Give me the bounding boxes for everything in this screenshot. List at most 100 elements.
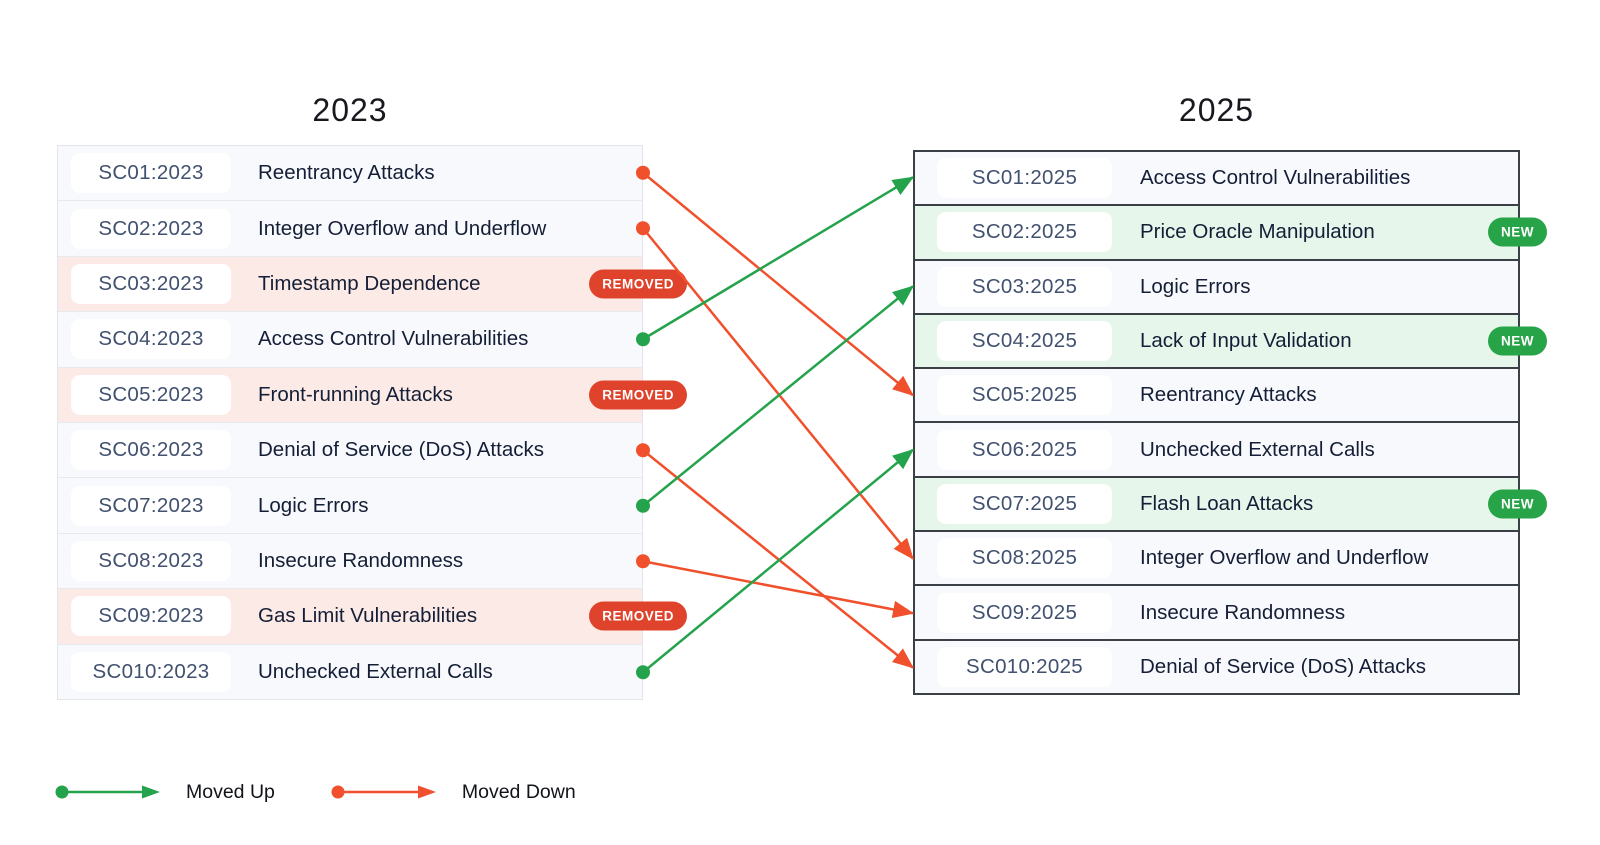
table-row-sc010-2023: SC010:2023 Unchecked External Calls bbox=[58, 644, 642, 700]
row-name: Integer Overflow and Underflow bbox=[258, 216, 547, 240]
table-row-sc03-2025: SC03:2025 Logic Errors bbox=[915, 260, 1518, 315]
moved-up-arrow-icon bbox=[55, 785, 160, 799]
row-code-box: SC02:2025 bbox=[937, 212, 1112, 253]
row-name: Logic Errors bbox=[1140, 274, 1251, 298]
row-name: Timestamp Dependence bbox=[258, 272, 481, 296]
table-row-sc02-2023: SC02:2023 Integer Overflow and Underflow bbox=[58, 201, 642, 257]
row-name: Reentrancy Attacks bbox=[258, 161, 435, 185]
row-code: SC02:2025 bbox=[971, 220, 1078, 244]
row-code-box: SC09:2025 bbox=[937, 592, 1112, 633]
legend-item-moved-up: Moved Up bbox=[55, 781, 275, 804]
removed-badge: REMOVED bbox=[589, 269, 687, 299]
row-code: SC08:2025 bbox=[971, 546, 1078, 570]
row-name: Denial of Service (DoS) Attacks bbox=[1140, 654, 1426, 678]
row-code: SC01:2025 bbox=[971, 166, 1078, 190]
row-name: Integer Overflow and Underflow bbox=[1140, 546, 1429, 570]
row-name: Gas Limit Vulnerabilities bbox=[258, 604, 478, 628]
table-row-sc08-2023: SC08:2023 Insecure Randomness bbox=[58, 533, 642, 590]
table-row-sc03-2023: SC03:2023 Timestamp Dependence REMOVED bbox=[58, 256, 687, 313]
row-code: SC04:2025 bbox=[971, 329, 1078, 353]
row-code-box: SC04:2025 bbox=[937, 321, 1112, 362]
row-name: Denial of Service (DoS) Attacks bbox=[258, 438, 544, 462]
row-code: SC05:2025 bbox=[971, 383, 1078, 407]
row-name: Flash Loan Attacks bbox=[1140, 491, 1314, 515]
row-code: SC010:2023 bbox=[92, 659, 210, 683]
table-row-sc07-2023: SC07:2023 Logic Errors bbox=[58, 478, 642, 534]
table-row-sc08-2025: SC08:2025 Integer Overflow and Underflow bbox=[915, 532, 1518, 587]
legend-item-moved-down: Moved Down bbox=[331, 781, 576, 804]
row-code: SC05:2023 bbox=[98, 382, 204, 406]
legend: Moved Up Moved Down bbox=[55, 777, 576, 807]
table-row-sc04-2025: SC04:2025 Lack of Input Validation NEW bbox=[915, 314, 1547, 370]
row-code-box: SC09:2023 bbox=[71, 596, 231, 637]
row-code-box: SC06:2025 bbox=[937, 429, 1112, 470]
row-name: Insecure Randomness bbox=[258, 549, 464, 573]
table-row-sc06-2023: SC06:2023 Denial of Service (DoS) Attacks bbox=[58, 423, 642, 479]
new-badge: NEW bbox=[1488, 326, 1547, 356]
row-name: Price Oracle Manipulation bbox=[1140, 220, 1375, 244]
new-badge: NEW bbox=[1488, 489, 1547, 519]
row-name: Access Control Vulnerabilities bbox=[258, 327, 529, 351]
legend-label-moved-down: Moved Down bbox=[461, 780, 576, 803]
row-code-box: SC01:2025 bbox=[937, 158, 1112, 199]
move-arrow-down bbox=[642, 560, 915, 619]
move-arrow-up bbox=[642, 448, 914, 674]
row-code: SC09:2025 bbox=[971, 600, 1078, 624]
table-row-sc09-2025: SC09:2025 Insecure Randomness bbox=[915, 586, 1518, 641]
row-name: Logic Errors bbox=[258, 493, 369, 517]
row-code: SC07:2025 bbox=[971, 491, 1078, 515]
row-code-box: SC01:2023 bbox=[71, 153, 231, 194]
legend-label-moved-up: Moved Up bbox=[186, 780, 275, 803]
row-code-box: SC06:2023 bbox=[71, 430, 231, 471]
table-row-sc02-2025: SC02:2025 Price Oracle Manipulation NEW bbox=[915, 206, 1547, 261]
row-code-box: SC08:2025 bbox=[937, 538, 1112, 579]
table-row-sc05-2025: SC05:2025 Reentrancy Attacks bbox=[915, 369, 1518, 424]
removed-badge: REMOVED bbox=[589, 601, 687, 631]
removed-badge: REMOVED bbox=[589, 380, 687, 410]
right-table-title: 2025 bbox=[1178, 92, 1255, 128]
row-code-box: SC010:2023 bbox=[71, 651, 231, 692]
row-code-box: SC03:2023 bbox=[71, 264, 231, 305]
row-name: Reentrancy Attacks bbox=[1140, 383, 1317, 407]
row-code: SC06:2023 bbox=[98, 438, 204, 462]
row-code-box: SC08:2023 bbox=[71, 541, 231, 582]
row-code: SC09:2023 bbox=[98, 604, 204, 628]
row-code-box: SC07:2023 bbox=[71, 485, 231, 526]
table-row-sc09-2023: SC09:2023 Gas Limit Vulnerabilities REMOVE… bbox=[58, 589, 687, 645]
row-code: SC04:2023 bbox=[98, 327, 204, 351]
table-row-sc06-2025: SC06:2025 Unchecked External Calls bbox=[915, 423, 1518, 478]
row-code: SC08:2023 bbox=[98, 549, 204, 573]
table-row-sc04-2023: SC04:2023 Access Control Vulnerabilities bbox=[58, 312, 642, 368]
left-table-title: 2023 bbox=[312, 92, 388, 128]
table-row-sc01-2025: SC01:2025 Access Control Vulnerabilities bbox=[915, 152, 1518, 207]
row-code: SC01:2023 bbox=[98, 161, 204, 185]
row-code: SC06:2025 bbox=[971, 437, 1078, 461]
table-row-sc07-2025: SC07:2025 Flash Loan Attacks NEW bbox=[915, 477, 1547, 533]
row-name: Lack of Input Validation bbox=[1140, 329, 1352, 353]
new-badge: NEW bbox=[1488, 217, 1547, 247]
table-row-sc010-2025: SC010:2025 Denial of Service (DoS) Attack… bbox=[915, 640, 1518, 693]
row-name: Unchecked External Calls bbox=[258, 659, 493, 683]
row-code-box: SC04:2023 bbox=[71, 319, 231, 360]
row-code-box: SC05:2025 bbox=[937, 375, 1112, 416]
row-code: SC03:2023 bbox=[98, 272, 204, 296]
row-code: SC010:2025 bbox=[966, 654, 1083, 678]
row-name: Access Control Vulnerabilities bbox=[1140, 166, 1411, 190]
row-name: Insecure Randomness bbox=[1140, 600, 1346, 624]
row-code-box: SC010:2025 bbox=[937, 646, 1112, 687]
row-code: SC07:2023 bbox=[98, 493, 204, 517]
row-code-box: SC07:2025 bbox=[937, 483, 1112, 524]
moved-down-arrow-icon bbox=[331, 785, 436, 799]
row-name: Front-running Attacks bbox=[258, 382, 453, 406]
row-code-box: SC02:2023 bbox=[71, 208, 231, 249]
row-code-box: SC03:2025 bbox=[937, 266, 1112, 307]
row-code: SC03:2025 bbox=[971, 274, 1078, 298]
row-code-box: SC05:2023 bbox=[71, 374, 231, 415]
row-code: SC02:2023 bbox=[98, 216, 204, 240]
table-row-sc01-2023: SC01:2023 Reentrancy Attacks bbox=[58, 146, 642, 202]
row-name: Unchecked External Calls bbox=[1140, 437, 1375, 461]
move-arrow-up bbox=[642, 176, 915, 341]
table-row-sc05-2023: SC05:2023 Front-running Attacks REMOVED bbox=[58, 367, 687, 424]
